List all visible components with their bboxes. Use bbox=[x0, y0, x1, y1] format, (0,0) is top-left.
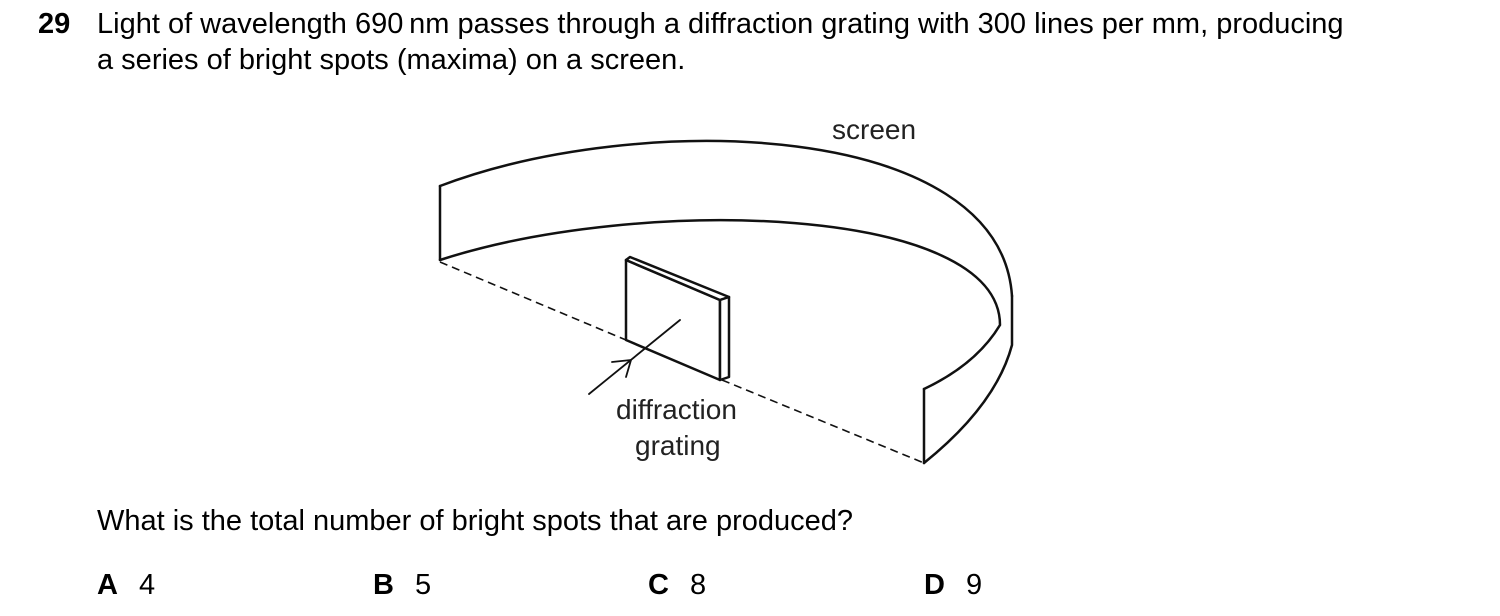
question-stem: Light of wavelength 690 nm passes throug… bbox=[97, 6, 1457, 78]
baseline-dashed-right bbox=[721, 379, 925, 464]
option-a-letter: A bbox=[97, 569, 118, 601]
screen-top-edge bbox=[438, 139, 1014, 298]
question-stem-line-2: a series of bright spots (maxima) on a s… bbox=[97, 44, 686, 76]
option-c-value: 8 bbox=[690, 569, 707, 601]
screen-right-edge bbox=[922, 294, 1014, 465]
option-a-value: 4 bbox=[139, 569, 156, 601]
grating-label-line-2: grating bbox=[635, 430, 721, 461]
baseline-dashed-left bbox=[439, 261, 627, 341]
arrowhead-icon bbox=[611, 359, 632, 378]
question-number: 29 bbox=[38, 8, 71, 40]
grating-side-face bbox=[718, 295, 731, 382]
option-b-letter: B bbox=[373, 569, 394, 601]
grating-label-line-1: diffraction bbox=[616, 394, 737, 425]
option-b-value: 5 bbox=[415, 569, 432, 601]
option-d-value: 9 bbox=[966, 569, 983, 601]
option-c-letter: C bbox=[648, 569, 669, 601]
question-prompt: What is the total number of bright spots… bbox=[97, 505, 854, 537]
screen-bottom-edge bbox=[438, 219, 1002, 391]
screen-label: screen bbox=[832, 114, 916, 145]
question-stem-line-1: Light of wavelength 690 nm passes throug… bbox=[97, 8, 1344, 40]
option-d-letter: D bbox=[924, 569, 945, 601]
incident-ray bbox=[588, 319, 681, 395]
